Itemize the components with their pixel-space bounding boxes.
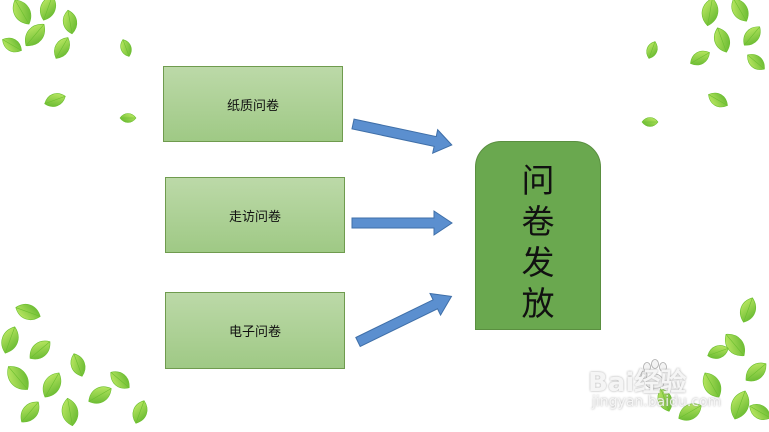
leaf [678, 403, 702, 421]
arrow-electronic-to-target [355, 292, 453, 348]
watermark-main-text: Bai经验 [588, 368, 687, 398]
leaf [62, 9, 78, 35]
leaf [690, 50, 710, 66]
leaf [20, 401, 40, 423]
arrow-paper-to-target [351, 118, 453, 155]
arrow-visit-to-target [351, 210, 453, 236]
paw-icon [640, 359, 667, 389]
leaf [119, 113, 137, 123]
leaf [15, 304, 41, 320]
leaf [42, 372, 62, 398]
baidu-jingyan-watermark: Bai经验 jingyan.baidu.com [588, 356, 738, 416]
leaf [132, 400, 148, 424]
leaf [747, 54, 765, 70]
leaf [88, 386, 112, 404]
leaf [25, 23, 45, 47]
leaf [707, 345, 729, 359]
questionnaire-distribution-label: 问卷发放 [521, 161, 555, 323]
leaf [730, 390, 750, 420]
leaf [12, 0, 32, 25]
visit-questionnaire-box: 走访问卷 [165, 177, 345, 253]
leaf [714, 27, 730, 53]
leaf [44, 93, 66, 107]
paper-questionnaire-label: 纸质问卷 [226, 98, 279, 114]
questionnaire-distribution-box: 问卷发放 [475, 141, 601, 330]
leaf [70, 353, 86, 377]
leaf [657, 388, 673, 412]
leaf [54, 37, 70, 59]
leaf [745, 362, 767, 382]
electronic-questionnaire-box: 电子问卷 [165, 292, 345, 369]
leaf [2, 37, 22, 53]
leaf [646, 41, 658, 59]
leaf [743, 26, 761, 46]
leaf [702, 372, 722, 398]
leaf [120, 39, 132, 57]
leaf [7, 366, 29, 390]
leaf [29, 340, 51, 360]
visit-questionnaire-label: 走访问卷 [228, 209, 281, 225]
leaf [708, 92, 728, 108]
electronic-questionnaire-label: 电子问卷 [228, 325, 281, 340]
leaf [1, 326, 19, 354]
leaf [701, 0, 719, 27]
leaf [740, 297, 756, 323]
leaf [725, 333, 745, 357]
leaf [749, 404, 769, 420]
leaf [731, 0, 749, 22]
leaf [61, 397, 79, 427]
leaf [110, 371, 130, 389]
paper-questionnaire-box: 纸质问卷 [163, 66, 343, 142]
leaf [641, 117, 659, 127]
leaf [40, 0, 56, 21]
watermark-url-text: jingyan.baidu.com [592, 394, 722, 410]
